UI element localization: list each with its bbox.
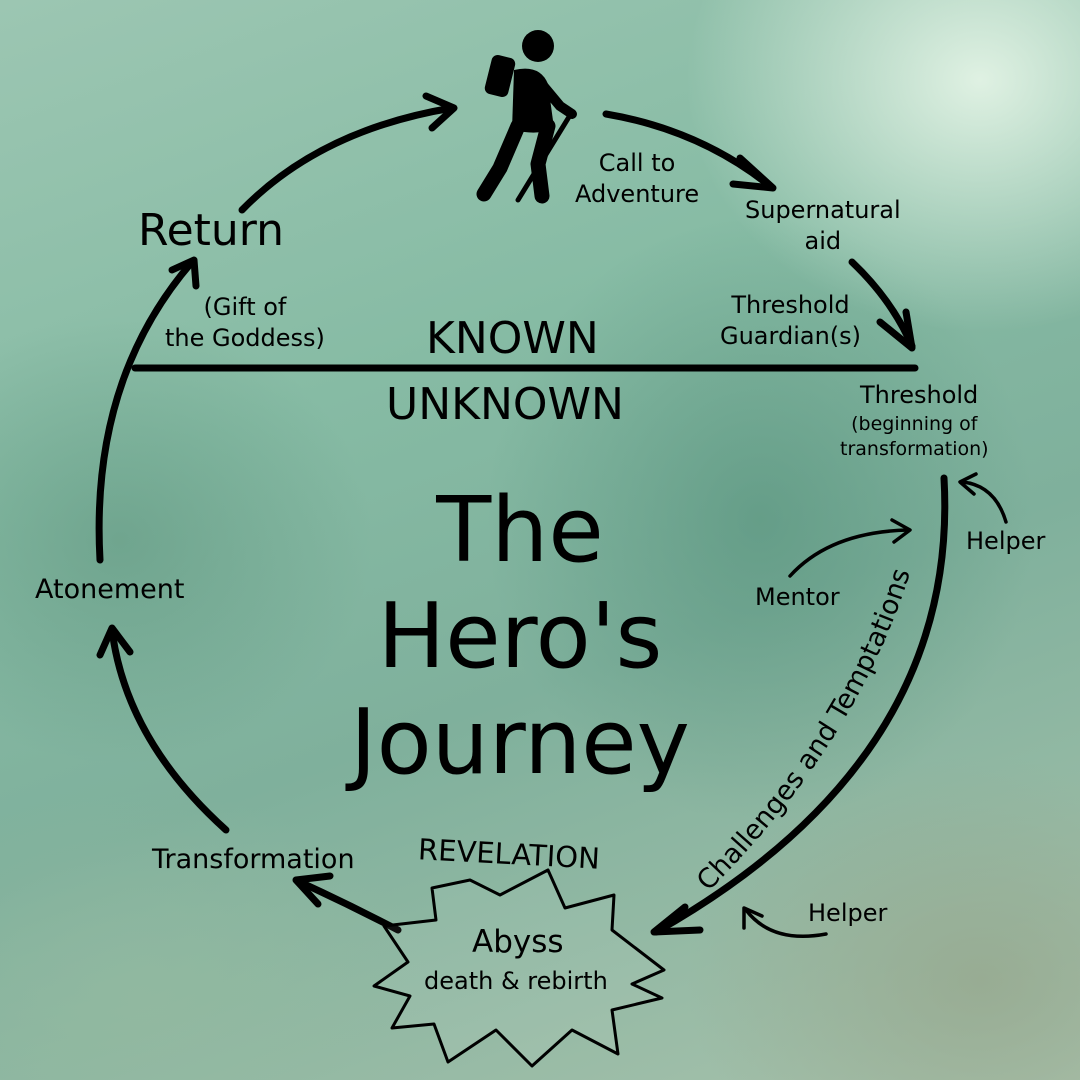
atonement-label: Atonement <box>35 574 185 605</box>
return-label: Return <box>138 205 285 256</box>
abyss-arrowhead <box>292 872 334 908</box>
mentor-arrowhead <box>890 518 912 544</box>
helper-bottom-label: Helper <box>808 899 888 927</box>
return-arrowhead <box>422 92 458 132</box>
page-title: The Hero's Journey <box>350 478 690 795</box>
unknown-label: UNKNOWN <box>386 379 624 430</box>
return-arrow <box>238 104 456 214</box>
helper-bottom-arrowhead <box>742 906 764 930</box>
threshold-label: Threshold <box>860 381 979 409</box>
abyss-arrow <box>296 878 402 934</box>
aid-arrowhead <box>876 308 916 352</box>
helper-bottom-arrow <box>744 908 828 938</box>
atonement-arrow <box>95 258 196 564</box>
abyss-note: death & rebirth <box>424 967 608 995</box>
helper-top-arrow <box>960 480 1008 524</box>
call-arrowhead <box>729 154 777 192</box>
challenges-arrow <box>652 474 949 936</box>
abyss-label: Abyss <box>472 924 564 960</box>
challenges-arrowhead <box>650 903 704 936</box>
helper-top-arrowhead <box>958 472 978 496</box>
starburst-icon <box>372 868 666 1068</box>
mentor-label: Mentor <box>755 583 840 611</box>
transformation-label: Transformation <box>152 844 355 875</box>
mentor-arrow <box>788 528 910 578</box>
transformation-arrowhead <box>96 624 134 659</box>
hiker-icon <box>476 30 577 204</box>
known-label: KNOWN <box>426 313 599 364</box>
helper-top-label: Helper <box>966 527 1046 555</box>
transformation-arrow <box>108 626 230 834</box>
atonement-arrowhead <box>168 256 200 290</box>
